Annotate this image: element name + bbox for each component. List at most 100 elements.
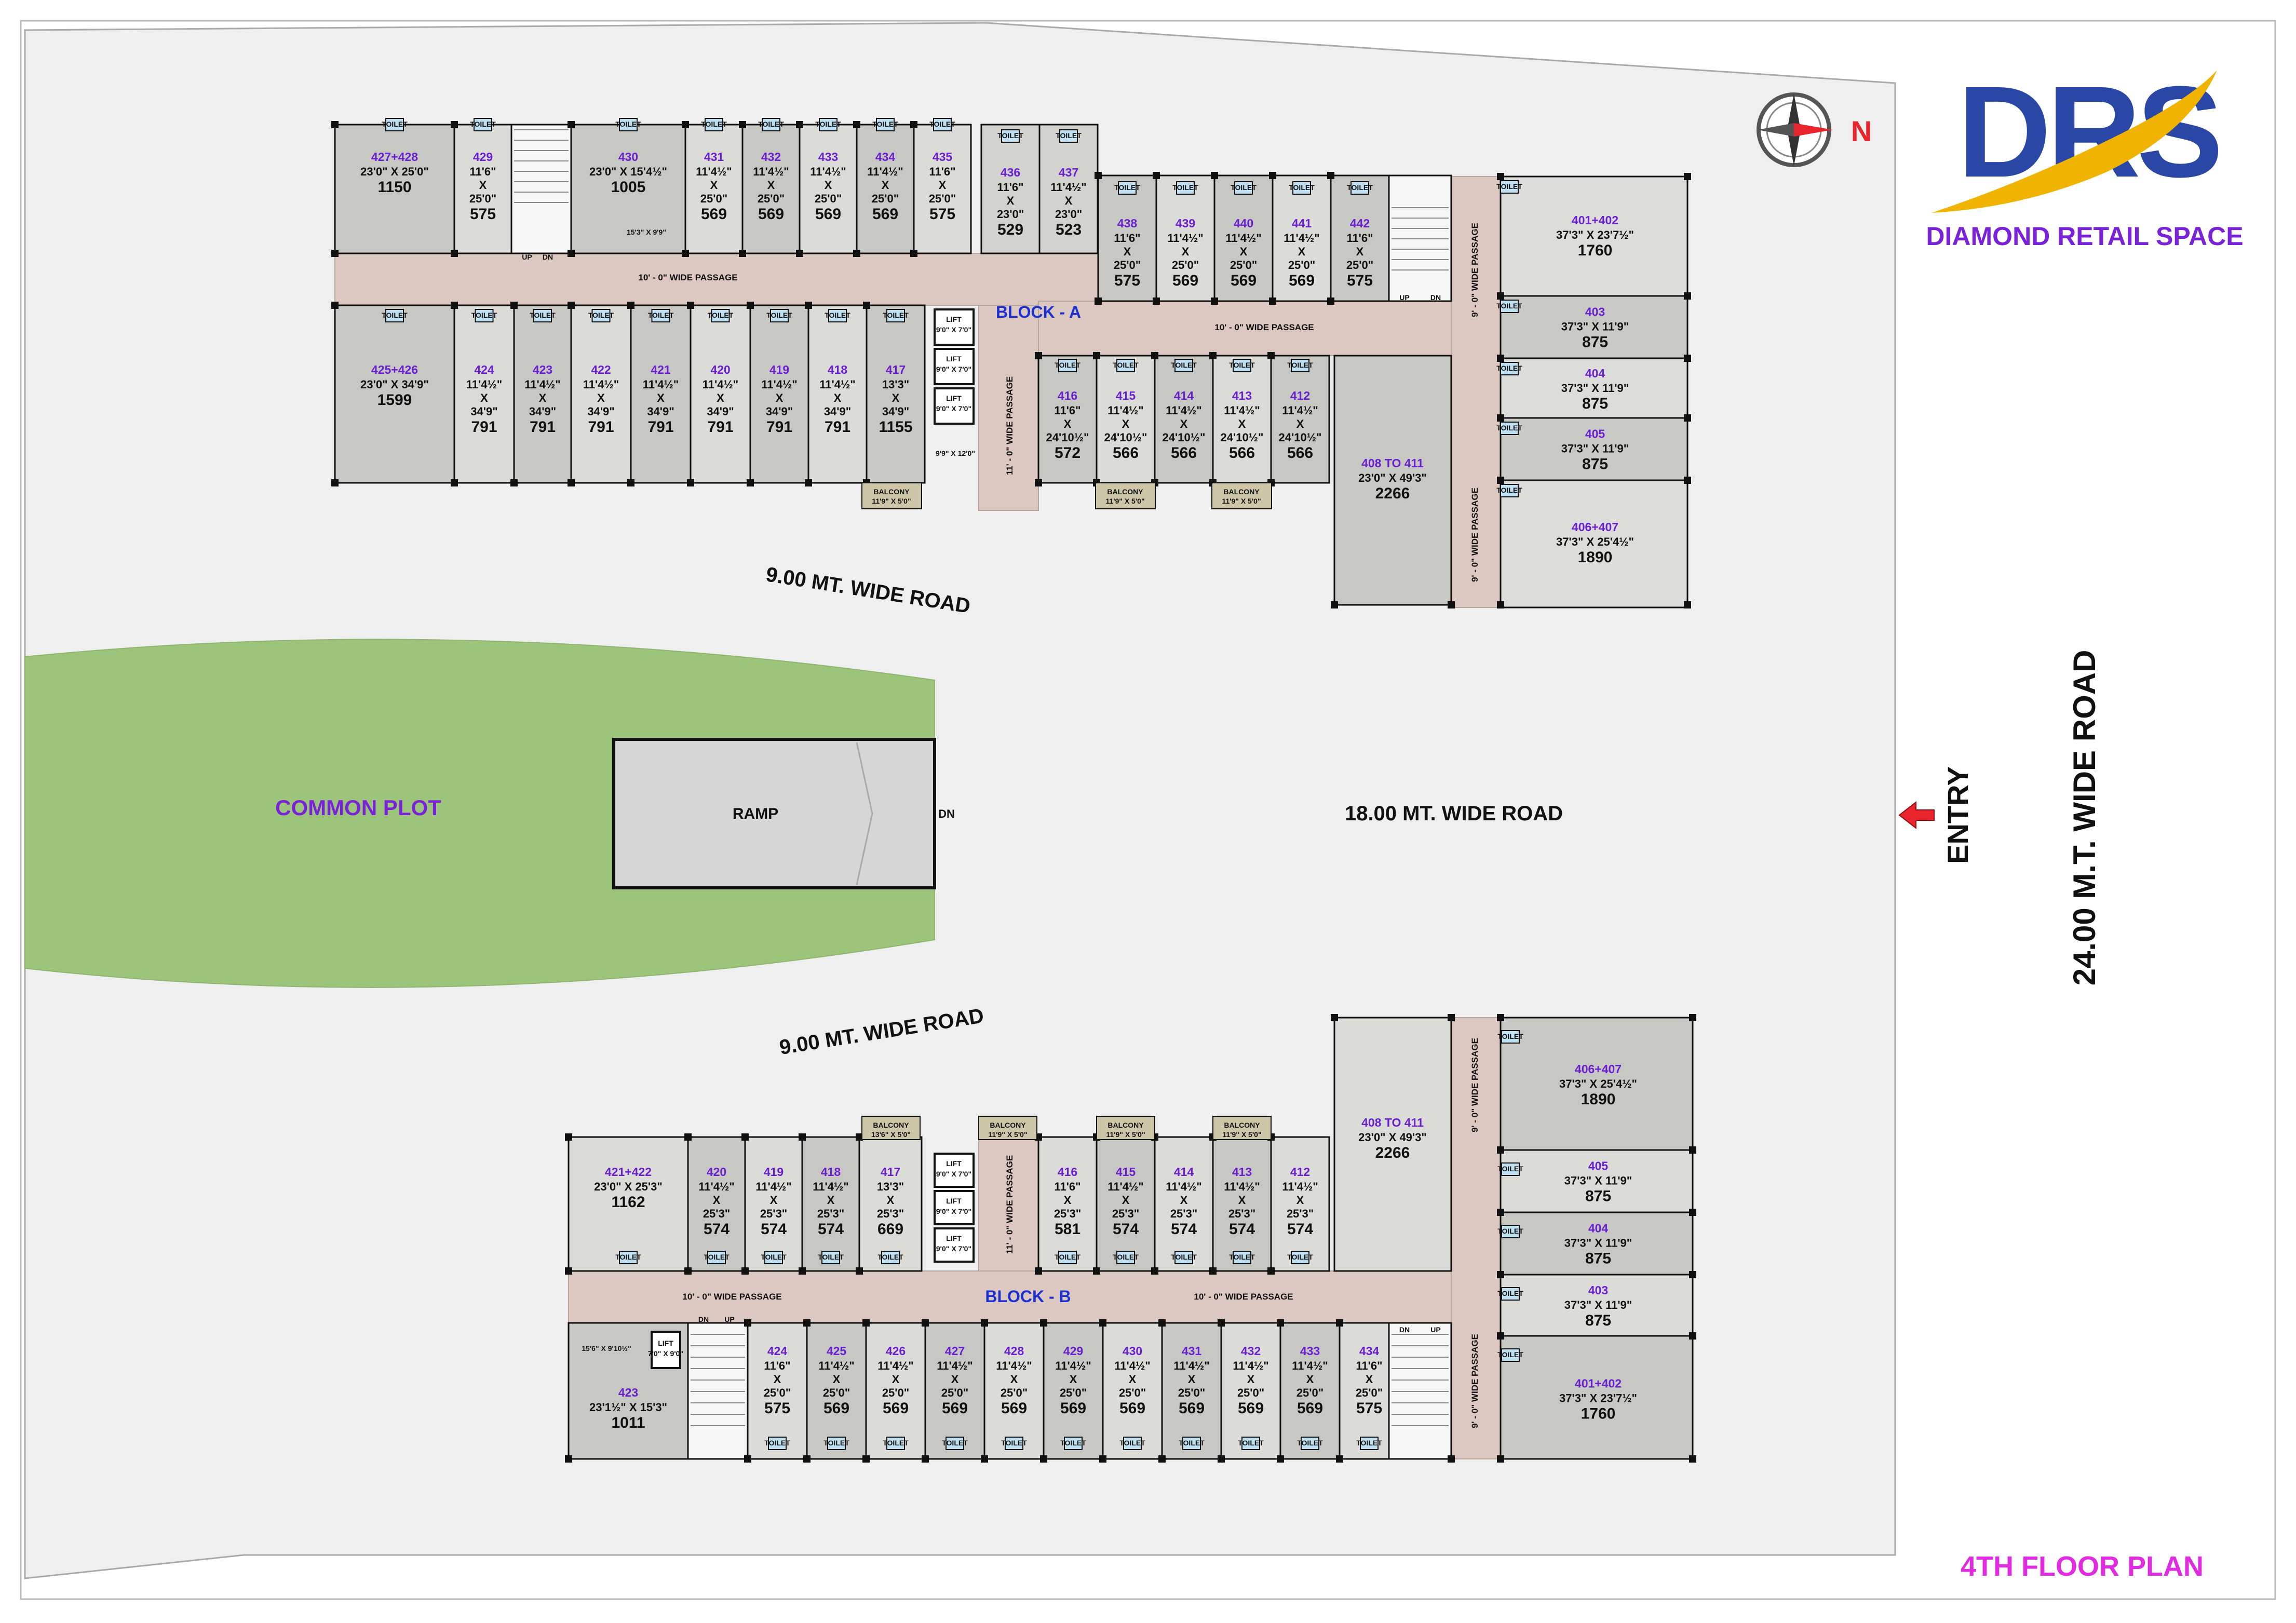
column [1689, 1014, 1696, 1021]
block-a-bottom-unit-dim: 24'10½" [1279, 431, 1322, 444]
block-b-top-toilet [707, 1251, 726, 1264]
block-b-lift [934, 1153, 975, 1188]
block-a-right-toilet-label: TOILET [1496, 182, 1522, 191]
block-b-passage-label-9b: 9' - 0" WIDE PASSAGE [1470, 1334, 1480, 1428]
block-b-bottom-toilet [1123, 1437, 1142, 1450]
block-b-top-toilet-label: TOILET [615, 1253, 641, 1261]
block-b-top-unit-dim: 25'3" [1112, 1207, 1139, 1220]
column [1277, 1455, 1284, 1463]
column [1497, 1271, 1504, 1278]
column [682, 121, 689, 128]
column [739, 250, 746, 257]
block-b-bottom-unit-dim: X [1247, 1373, 1255, 1386]
block-a-bottom-unit-area: 1155 [879, 418, 912, 436]
column [331, 302, 339, 309]
block-a-bottom-toilet [533, 309, 552, 322]
block-a-top-unit-area: 575 [1347, 272, 1373, 289]
block-a-top-unit-number: 427+428 [371, 150, 418, 164]
block-b-bottom-unit-number: 434 [1359, 1344, 1380, 1358]
block-a-bottom-unit-dim: 23'0" X 34'9" [360, 378, 429, 391]
common-plot [24, 639, 935, 988]
block-a-top-unit [570, 124, 686, 254]
block-a-bottom-unit-dim: 34'9" [707, 405, 734, 418]
block-a-top-toilet [1350, 181, 1369, 195]
block-a-top-toilet [1118, 181, 1137, 195]
block-a-bottom-unit-dim: 11'4½" [1108, 404, 1144, 417]
block-a-bottom-unit-number: 414 [1174, 389, 1194, 402]
block-a-top-unit-dim: 25'0" [758, 192, 785, 205]
column [451, 121, 458, 128]
block-b-right-toilet [1501, 1287, 1520, 1301]
common-plot-label: COMMON PLOT [275, 795, 441, 820]
block-b-lift-stair-dim: 7'0" X 9'0" [648, 1349, 683, 1358]
block-a-top-unit-dim: 11'6" [469, 165, 496, 178]
block-b-passage-label-east: 10' - 0" WIDE PASSAGE [1194, 1292, 1293, 1302]
block-b-right-unit-area: 875 [1585, 1250, 1611, 1267]
block-a-bottom-unit-dim: 11'4½" [1166, 404, 1202, 417]
block-a-bottom-toilet-label: TOILET [648, 311, 674, 319]
column [1269, 172, 1276, 179]
block-b-bottom-unit-area: 569 [883, 1400, 909, 1417]
block-b-unit-408to411 [1333, 1017, 1452, 1272]
block-a-bottom-unit-dim: X [597, 391, 605, 404]
block-a-top-unit-dim: 25'0" [815, 192, 842, 205]
column [682, 250, 689, 257]
column [747, 479, 754, 486]
block-a-top-unit-dim: 11'4½" [1284, 232, 1320, 245]
block-b-top-unit-area: 574 [1113, 1221, 1139, 1238]
column [627, 302, 634, 309]
block-a-bottom-unit-area: 566 [1229, 444, 1255, 462]
block-b-bottom-toilet-label: TOILET [942, 1439, 968, 1447]
block-b-bottom-unit-dim: 11'4½" [937, 1359, 973, 1372]
block-b-top-unit-area: 574 [761, 1221, 787, 1238]
block-b-passage-11 [978, 1137, 1039, 1272]
block-a-bottom-unit-number: 421 [651, 363, 671, 376]
block-a-bottom-unit-dim: 11'4½" [643, 378, 679, 391]
column [1684, 601, 1691, 608]
block-b-lift [934, 1190, 975, 1225]
block-a-lift-dim: 9'0" X 7'0" [936, 404, 971, 413]
block-b-balcony [1212, 1116, 1272, 1140]
block-a-stair-up: UP [522, 253, 532, 261]
block-b-bottom-unit-number: 432 [1241, 1344, 1261, 1358]
block-b-passage [568, 1270, 1496, 1323]
block-b-balcony-dim: 11'9" X 5'0" [1106, 1130, 1145, 1139]
column [862, 1455, 870, 1463]
block-b-right-unit-number: 401+402 [1575, 1377, 1622, 1390]
block-b-right-toilet-label: TOILET [1497, 1227, 1523, 1235]
block-b-bottom-toilet-label: TOILET [1356, 1439, 1382, 1447]
ramp-chevrons [856, 742, 873, 885]
column [684, 1267, 692, 1275]
column [1497, 355, 1504, 362]
block-b-top-toilet [619, 1251, 638, 1264]
column [1497, 1014, 1504, 1021]
block-a-top-unit-dim: X [1007, 194, 1015, 207]
block-b-top-unit [1037, 1136, 1098, 1272]
column [1099, 1319, 1106, 1327]
column [1497, 1455, 1504, 1463]
column [1218, 1319, 1225, 1327]
column [1448, 1455, 1455, 1463]
block-a-bottom-unit-number: 412 [1290, 389, 1310, 402]
block-a-bottom-unit-dim: X [657, 391, 665, 404]
block-a-right-unit-area: 875 [1582, 333, 1608, 350]
block-a-top-unit-number: 435 [933, 150, 953, 164]
block-a-right-toilet [1500, 484, 1519, 497]
block-b-bottom-unit-area: 569 [1060, 1400, 1086, 1417]
block-a-top-unit-area: 569 [1289, 272, 1315, 289]
block-a-bottom-unit-dim: 11'4½" [819, 378, 856, 391]
block-a-bottom-unit [334, 304, 455, 484]
block-b-top-unit-dim: 13'3" [877, 1180, 904, 1193]
column [568, 479, 575, 486]
block-a-top-unit-number: 442 [1350, 217, 1370, 230]
column [1497, 414, 1504, 422]
block-a-right-unit-number: 401+402 [1572, 213, 1618, 227]
block-b-bottom-unit-dim: X [1306, 1373, 1314, 1386]
block-b-bottom-toilet-label: TOILET [1001, 1439, 1027, 1447]
block-a-bottom-unit-dim: 34'9" [766, 405, 793, 418]
block-b-bottom-unit-dim: 25'0" [882, 1386, 909, 1399]
block-b-top-unit [1270, 1136, 1330, 1272]
block-b-bottom-unit-area: 569 [1297, 1400, 1323, 1417]
block-b-right-toilet-label: TOILET [1497, 1032, 1523, 1040]
block-a-top-unit-area: 575 [470, 206, 496, 223]
